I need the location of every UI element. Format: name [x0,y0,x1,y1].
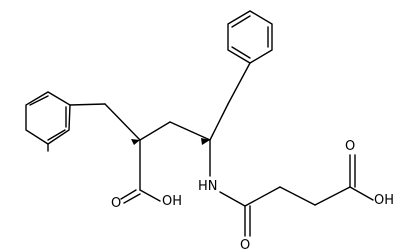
oxygen-label-acid1: O [111,196,121,211]
wedge-bond-left [131,139,140,145]
stereo-wedges [131,138,210,145]
left-phenyl-ring [25,91,71,145]
amide-nh-label: HN [198,179,218,194]
top-phenyl-ring [227,10,273,64]
atom-labels: OH O HN O O OH [111,139,394,252]
left-carboxylic-acid [120,139,161,204]
hydroxyl-label-acid2: OH [374,193,394,208]
carbon-backbone [47,62,251,152]
oxygen-label-amide: O [240,238,250,252]
oxygen-label-acid2: O [345,139,355,154]
hydroxyl-label-acid1: OH [162,194,182,209]
amide-succinyl-chain [209,139,374,237]
wedge-bond-right [201,138,210,145]
